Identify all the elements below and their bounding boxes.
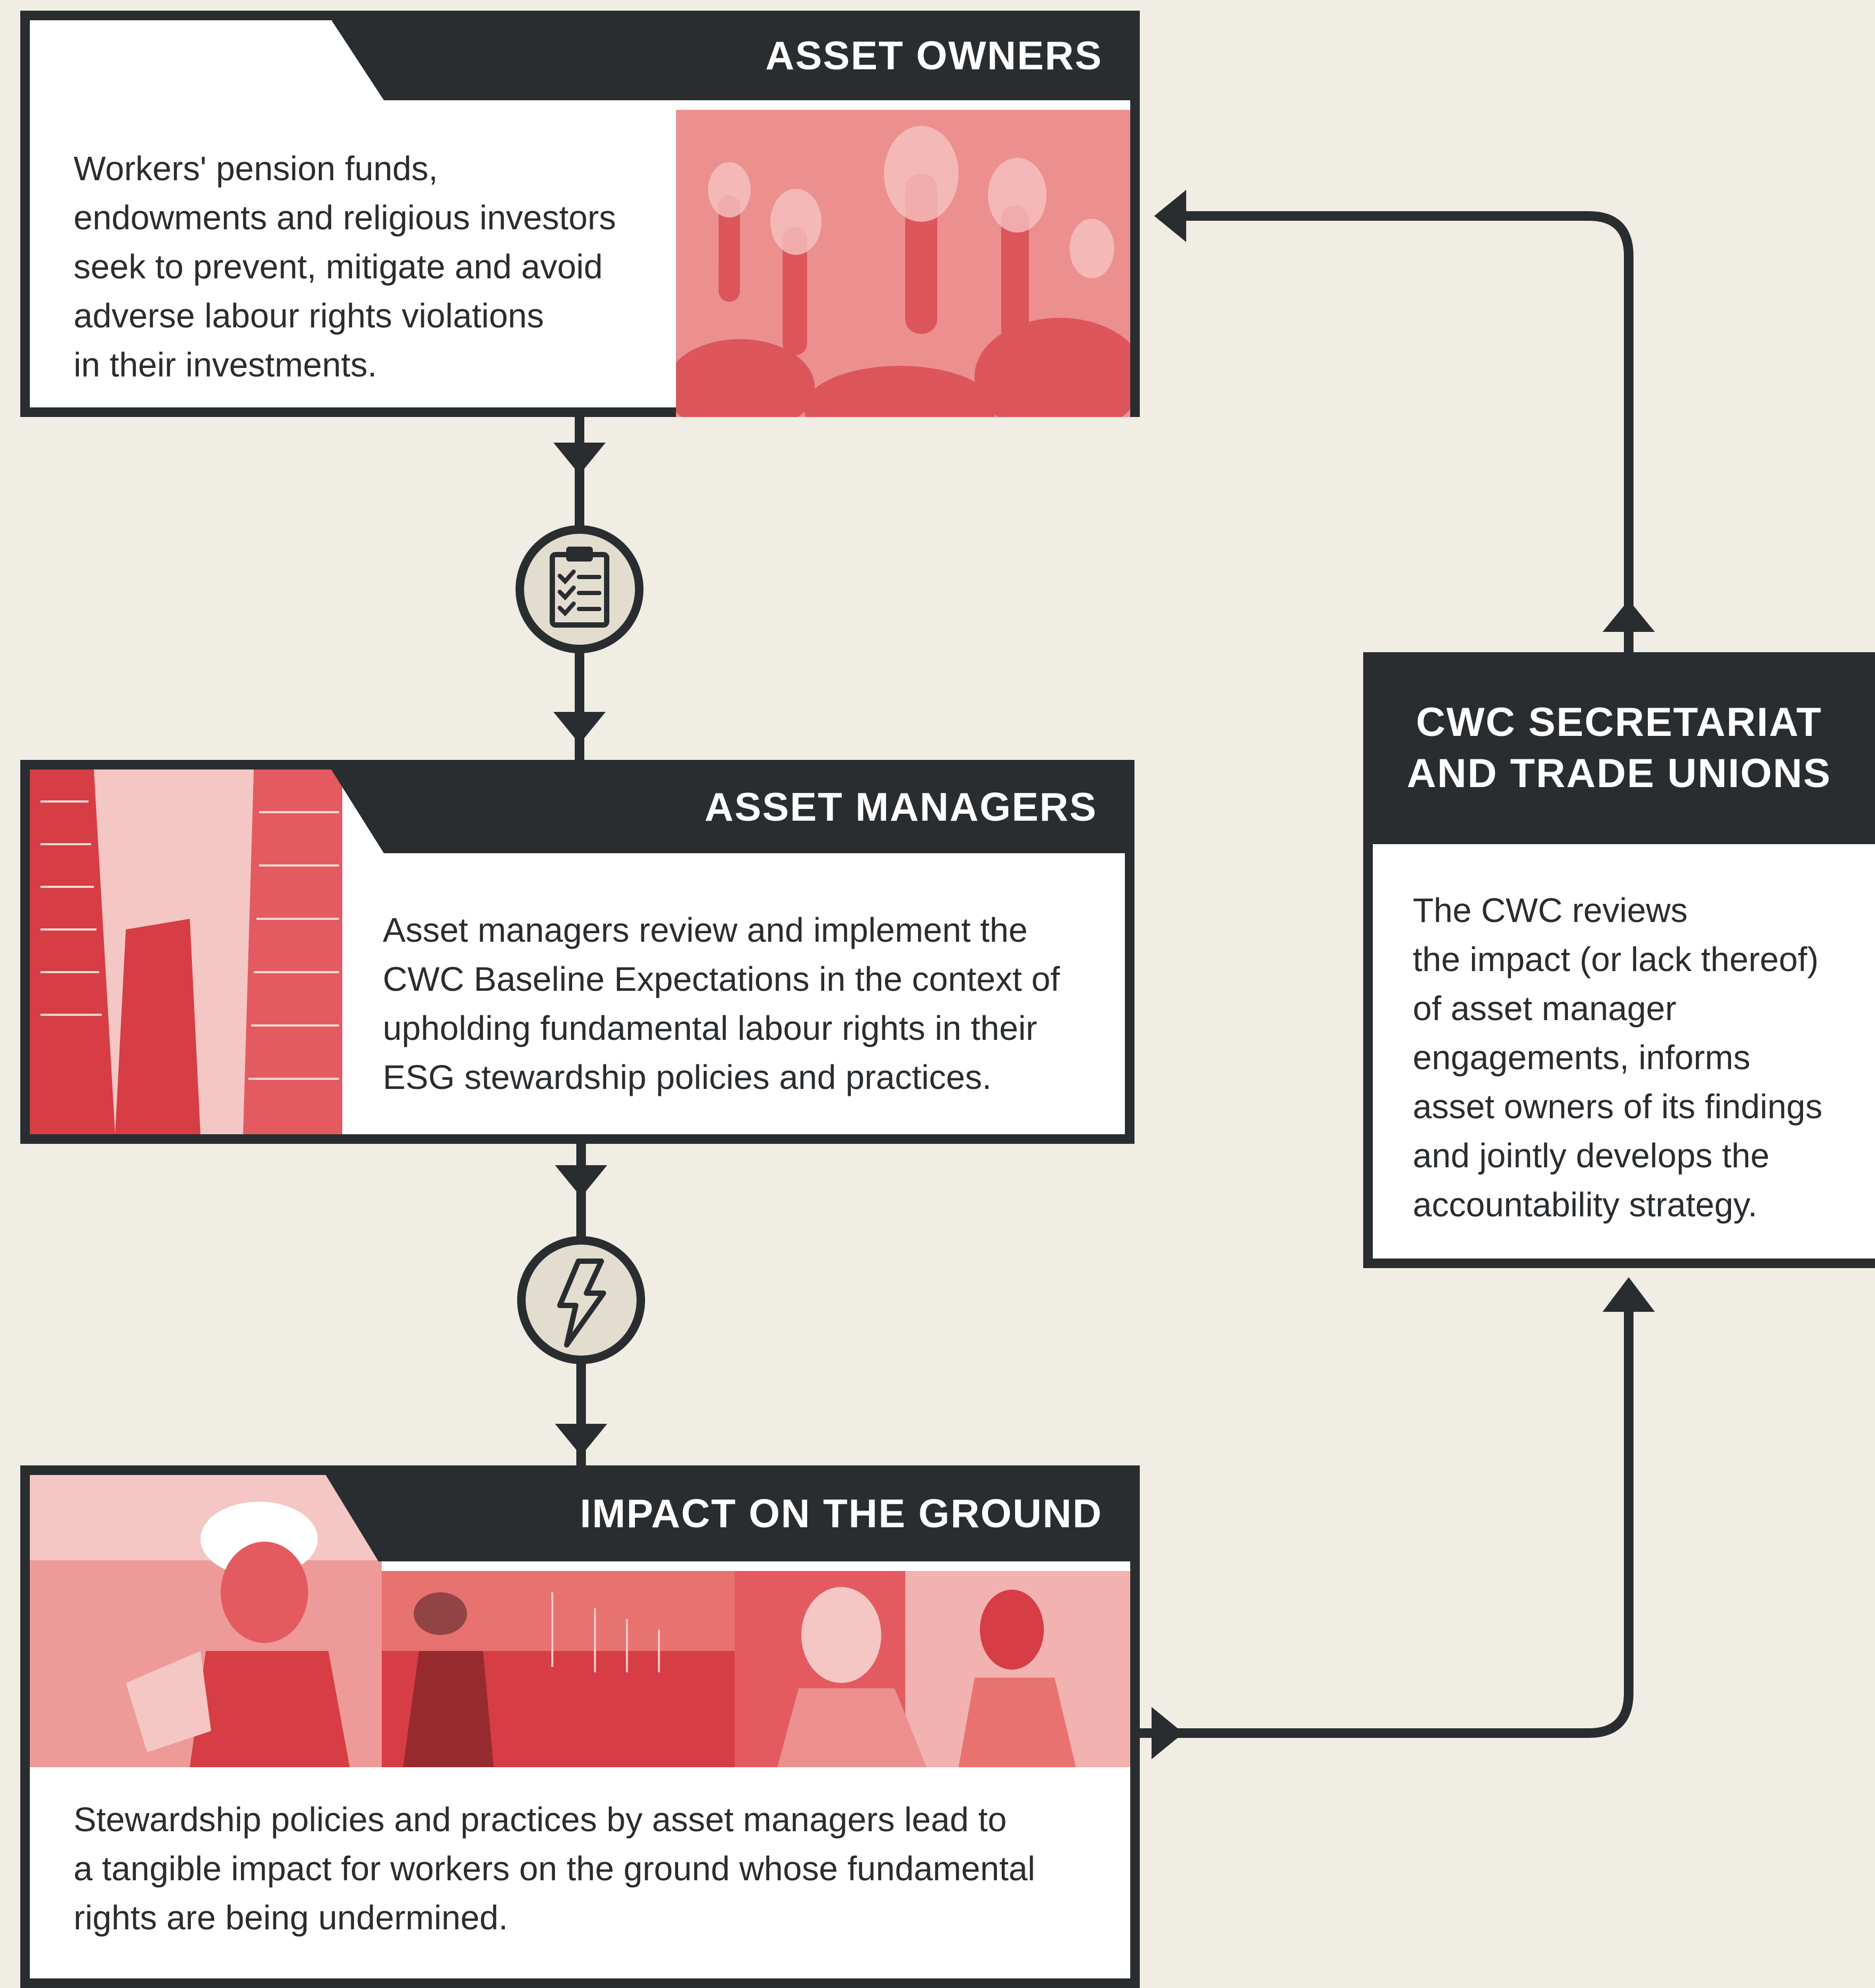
- cwc-title-line: CWC SECRETARIAT: [1416, 700, 1822, 745]
- impact-text: Stewardship policies and practices by as…: [74, 1795, 1134, 1942]
- connector-cwc-owners: [1160, 211, 1633, 653]
- text-line: ESG stewardship policies and practices.: [383, 1058, 992, 1096]
- arrow-right-impact: [1152, 1707, 1184, 1759]
- asset-managers-text: Asset managers review and implement the …: [383, 905, 1118, 1102]
- text-line: and jointly develops the: [1413, 1136, 1769, 1175]
- impact-photo-worker: [30, 1475, 382, 1767]
- impact-photo-care: [735, 1571, 1130, 1767]
- connector-impact-cwc: [1136, 1296, 1633, 1738]
- text-line: accountability strategy.: [1413, 1185, 1758, 1224]
- impact-photo-windfarm: [382, 1571, 735, 1767]
- asset-owners-photo: [676, 110, 1130, 417]
- text-line: Asset managers review and implement the: [383, 911, 1028, 949]
- text-line: rights are being undermined.: [74, 1898, 508, 1937]
- asset-managers-photo: [30, 769, 342, 1134]
- text-line: Workers' pension funds,: [74, 149, 438, 188]
- text-line: in their investments.: [74, 346, 377, 384]
- text-line: a tangible impact for workers on the gro…: [74, 1849, 1035, 1888]
- asset-managers-title: ASSET MANAGERS: [325, 760, 1134, 853]
- cwc-text: The CWC reviews the impact (or lack ther…: [1413, 886, 1875, 1229]
- text-line: of asset manager: [1413, 989, 1677, 1028]
- arrow-down-1: [553, 443, 606, 475]
- arrow-down-2: [553, 712, 606, 744]
- arrow-up-cwc-bottom: [1603, 1277, 1655, 1312]
- text-line: the impact (or lack thereof): [1413, 940, 1819, 979]
- lightning-bolt-icon: [517, 1236, 645, 1364]
- impact-title: IMPACT ON THE GROUND: [320, 1465, 1140, 1561]
- clipboard-checklist-icon: [516, 525, 643, 653]
- arrow-down-3: [555, 1165, 607, 1197]
- text-line: endowments and religious investors: [74, 198, 616, 237]
- text-line: The CWC reviews: [1413, 891, 1688, 929]
- text-line: asset owners of its findings: [1413, 1087, 1823, 1126]
- asset-owners-text: Workers' pension funds, endowments and r…: [74, 144, 671, 389]
- text-line: upholding fundamental labour rights in t…: [383, 1009, 1037, 1047]
- cwc-title-line: AND TRADE UNIONS: [1406, 751, 1832, 796]
- arrow-up-cwc-top: [1603, 600, 1655, 632]
- arrow-down-4: [555, 1424, 607, 1456]
- text-line: adverse labour rights violations: [74, 296, 544, 335]
- text-line: CWC Baseline Expectations in the context…: [383, 960, 1060, 998]
- text-line: engagements, informs: [1413, 1038, 1751, 1077]
- text-line: Stewardship policies and practices by as…: [74, 1800, 1007, 1839]
- arrow-left-owners: [1154, 190, 1186, 242]
- cwc-title: CWC SECRETARIAT AND TRADE UNIONS: [1363, 652, 1875, 844]
- text-line: seek to prevent, mitigate and avoid: [74, 247, 603, 286]
- asset-owners-title: ASSET OWNERS: [325, 11, 1140, 100]
